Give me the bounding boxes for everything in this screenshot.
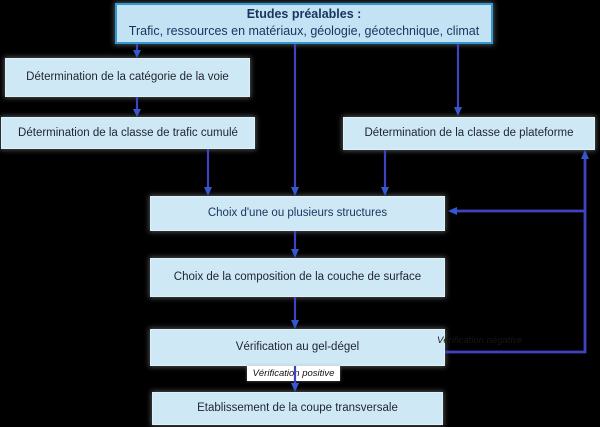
etudes-subtitle: Trafic, ressources en matériaux, géologi… bbox=[128, 24, 480, 38]
edge-label-verification-positive: Vérification positive bbox=[247, 366, 340, 381]
arrowhead-categorie-to-trafic bbox=[133, 109, 141, 117]
arrowhead-plateforme-to-structures bbox=[381, 187, 389, 196]
arrowhead-surface-to-gel bbox=[291, 320, 299, 329]
node-etudes-prealables: Etudes préalables : Trafic, ressources e… bbox=[115, 3, 493, 44]
connector-negative-loop bbox=[445, 152, 587, 354]
node-couche-surface: Choix de la composition de la couche de … bbox=[150, 258, 445, 297]
node-verification-gel-degel: Vérification au gel-dégel bbox=[150, 329, 445, 366]
node-classe-plateforme: Détermination de la classe de plateforme bbox=[343, 117, 595, 150]
arrowhead-etudes-to-plateforme bbox=[454, 107, 462, 116]
node-classe-trafic: Détermination de la classe de trafic cum… bbox=[1, 117, 255, 149]
arrowhead-loop-to-plateforme bbox=[581, 150, 589, 159]
arrowhead-trafic-to-structures bbox=[204, 187, 212, 196]
arrowhead-gel-to-coupe bbox=[291, 383, 299, 392]
node-coupe-transversale: Etablissement de la coupe transversale bbox=[152, 392, 443, 425]
etudes-title: Etudes préalables : bbox=[246, 7, 362, 22]
arrowhead-structures-to-surface bbox=[291, 249, 299, 258]
node-choix-structures: Choix d'une ou plusieurs structures bbox=[150, 196, 445, 231]
arrowhead-etudes-to-structures bbox=[291, 187, 299, 196]
arrowhead-loop-to-structures bbox=[448, 207, 457, 215]
edge-label-verification-negative: Vérification négative bbox=[437, 335, 523, 347]
arrowhead-etudes-to-categorie bbox=[133, 50, 141, 58]
node-categorie-voie: Détermination de la catégorie de la voie bbox=[5, 58, 250, 97]
